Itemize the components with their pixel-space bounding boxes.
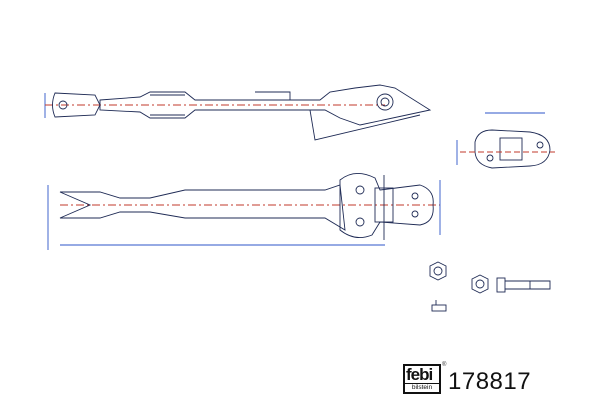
hardware-nut-bolt <box>429 261 551 312</box>
logo-text-bottom: bilstein <box>405 383 439 392</box>
febi-bilstein-logo: febi bilstein <box>403 364 441 394</box>
registered-mark: ® <box>442 362 447 368</box>
ball-joint-detail <box>456 112 555 169</box>
logo-text-top: febi <box>406 365 433 384</box>
part-number: 178817 <box>448 368 532 395</box>
control-arm-top-view <box>44 84 432 141</box>
control-arm-front-view <box>47 173 441 250</box>
